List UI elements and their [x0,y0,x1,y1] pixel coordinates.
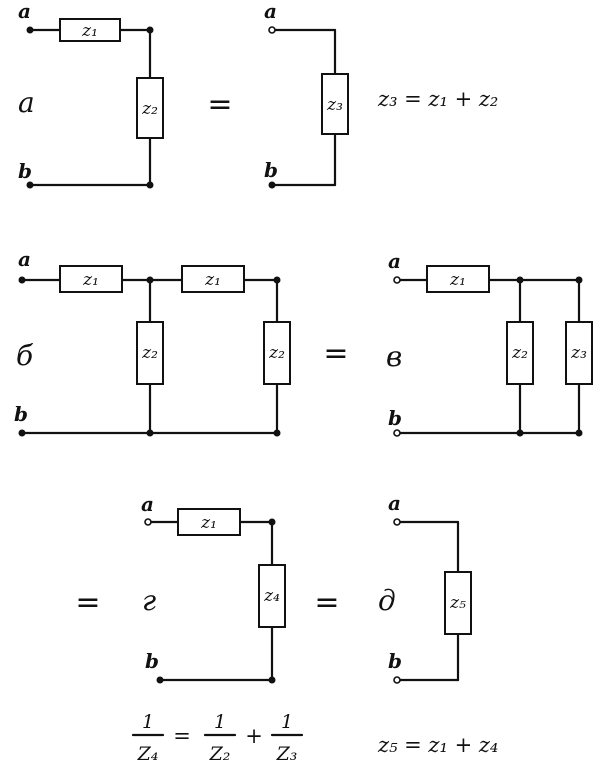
terminal-b-label: b [388,649,402,673]
terminal-b-label: b [18,159,32,183]
resistor-z3 [565,321,593,385]
resistor-z1 [59,18,121,42]
circuit-b: a b z₁ z₁ z₂ z₂ б [14,247,291,437]
terminal-node [268,181,276,189]
terminal-b-label: b [14,402,28,426]
junction-node [516,429,524,437]
formula-plus: + [245,724,263,748]
junction-node [146,276,154,284]
resistor-z5 [444,571,472,635]
resistor-z2 [263,321,291,385]
formula-z4: 1 Z₄ = 1 Z₂ + 1 Z₃ [131,711,304,765]
terminal-a-label: a [18,0,31,23]
formula-z5: z₅ = z₁ + z₄ [377,733,498,757]
equals-sign: = [323,336,348,371]
z1-label: z₁ [82,270,99,290]
terminal-node [26,26,34,34]
diagram-label-v: в [386,340,402,373]
fraction-denominator: Z₂ [209,743,231,765]
z1-label: z₁ [449,270,466,290]
resistor-z1 [59,265,123,293]
z2-label: z₂ [511,343,528,363]
terminal-node [393,429,401,437]
diagram-label-b: б [16,339,34,372]
terminal-node [393,676,401,684]
resistor-z1 [181,265,245,293]
terminal-node [18,429,26,437]
circuit-g: a b z₁ z₄ [141,492,286,684]
junction-node [268,676,276,684]
terminal-node [18,276,26,284]
equals-sign: = [207,87,232,122]
terminal-a-label: a [388,491,401,515]
junction-node [273,429,281,437]
fraction-denominator: Z₃ [276,743,298,765]
junction-node [516,276,524,284]
circuit-d: a b z₅ [388,491,472,684]
fraction-numerator: 1 [214,711,226,733]
resistor-z3 [321,73,349,135]
junction-node [273,276,281,284]
equals-sign: = [75,585,100,620]
junction-node [575,429,583,437]
formula-equals: = [173,724,191,748]
terminal-a-label: a [18,247,31,271]
terminal-a-label: a [388,249,401,273]
z3-label: z₃ [570,343,587,363]
terminal-node [393,276,401,284]
diagram-label-a: a [18,86,35,119]
resistor-z2 [136,321,164,385]
equals-sign: = [314,585,339,620]
diagram-label-d: д [378,584,396,617]
resistor-z4 [258,564,286,628]
junction-node [575,276,583,284]
terminal-node [393,518,401,526]
junction-node [146,26,154,34]
terminal-node [26,181,34,189]
resistor-z2 [506,321,534,385]
terminal-a-label: a [264,0,277,23]
junction-node [146,181,154,189]
z1-label: z₁ [200,513,217,533]
terminal-node [268,26,276,34]
resistor-z1 [426,265,490,293]
fraction-numerator: 1 [142,711,154,733]
fraction-numerator: 1 [281,711,293,733]
terminal-a-label: a [141,492,154,516]
z2-label: z₂ [141,99,158,119]
circuit-a-equivalent: a b z₃ [264,0,349,189]
z1-label: z₁ [204,270,221,290]
terminal-b-label: b [264,158,278,182]
z1-label: z₁ [81,21,98,41]
circuit-v: a b z₁ z₂ z₃ в [386,249,593,437]
resistor-z2 [136,77,164,139]
z3-label: z₃ [326,95,343,115]
fraction-denominator: Z₄ [137,743,159,765]
z5-label: z₅ [449,593,466,613]
formula-z3: z₃ = z₁ + z₂ [377,87,498,111]
resistor-z1 [177,508,241,536]
z4-label: z₄ [263,586,280,606]
terminal-node [144,518,152,526]
terminal-b-label: b [145,649,159,673]
diagram-label-g: г [142,584,156,617]
z2-label: z₂ [141,343,158,363]
terminal-b-label: b [388,406,402,430]
circuit-a: a b z₁ z₂ a [18,0,164,189]
junction-node [268,518,276,526]
terminal-node [156,676,164,684]
z2-label: z₂ [268,343,285,363]
junction-node [146,429,154,437]
